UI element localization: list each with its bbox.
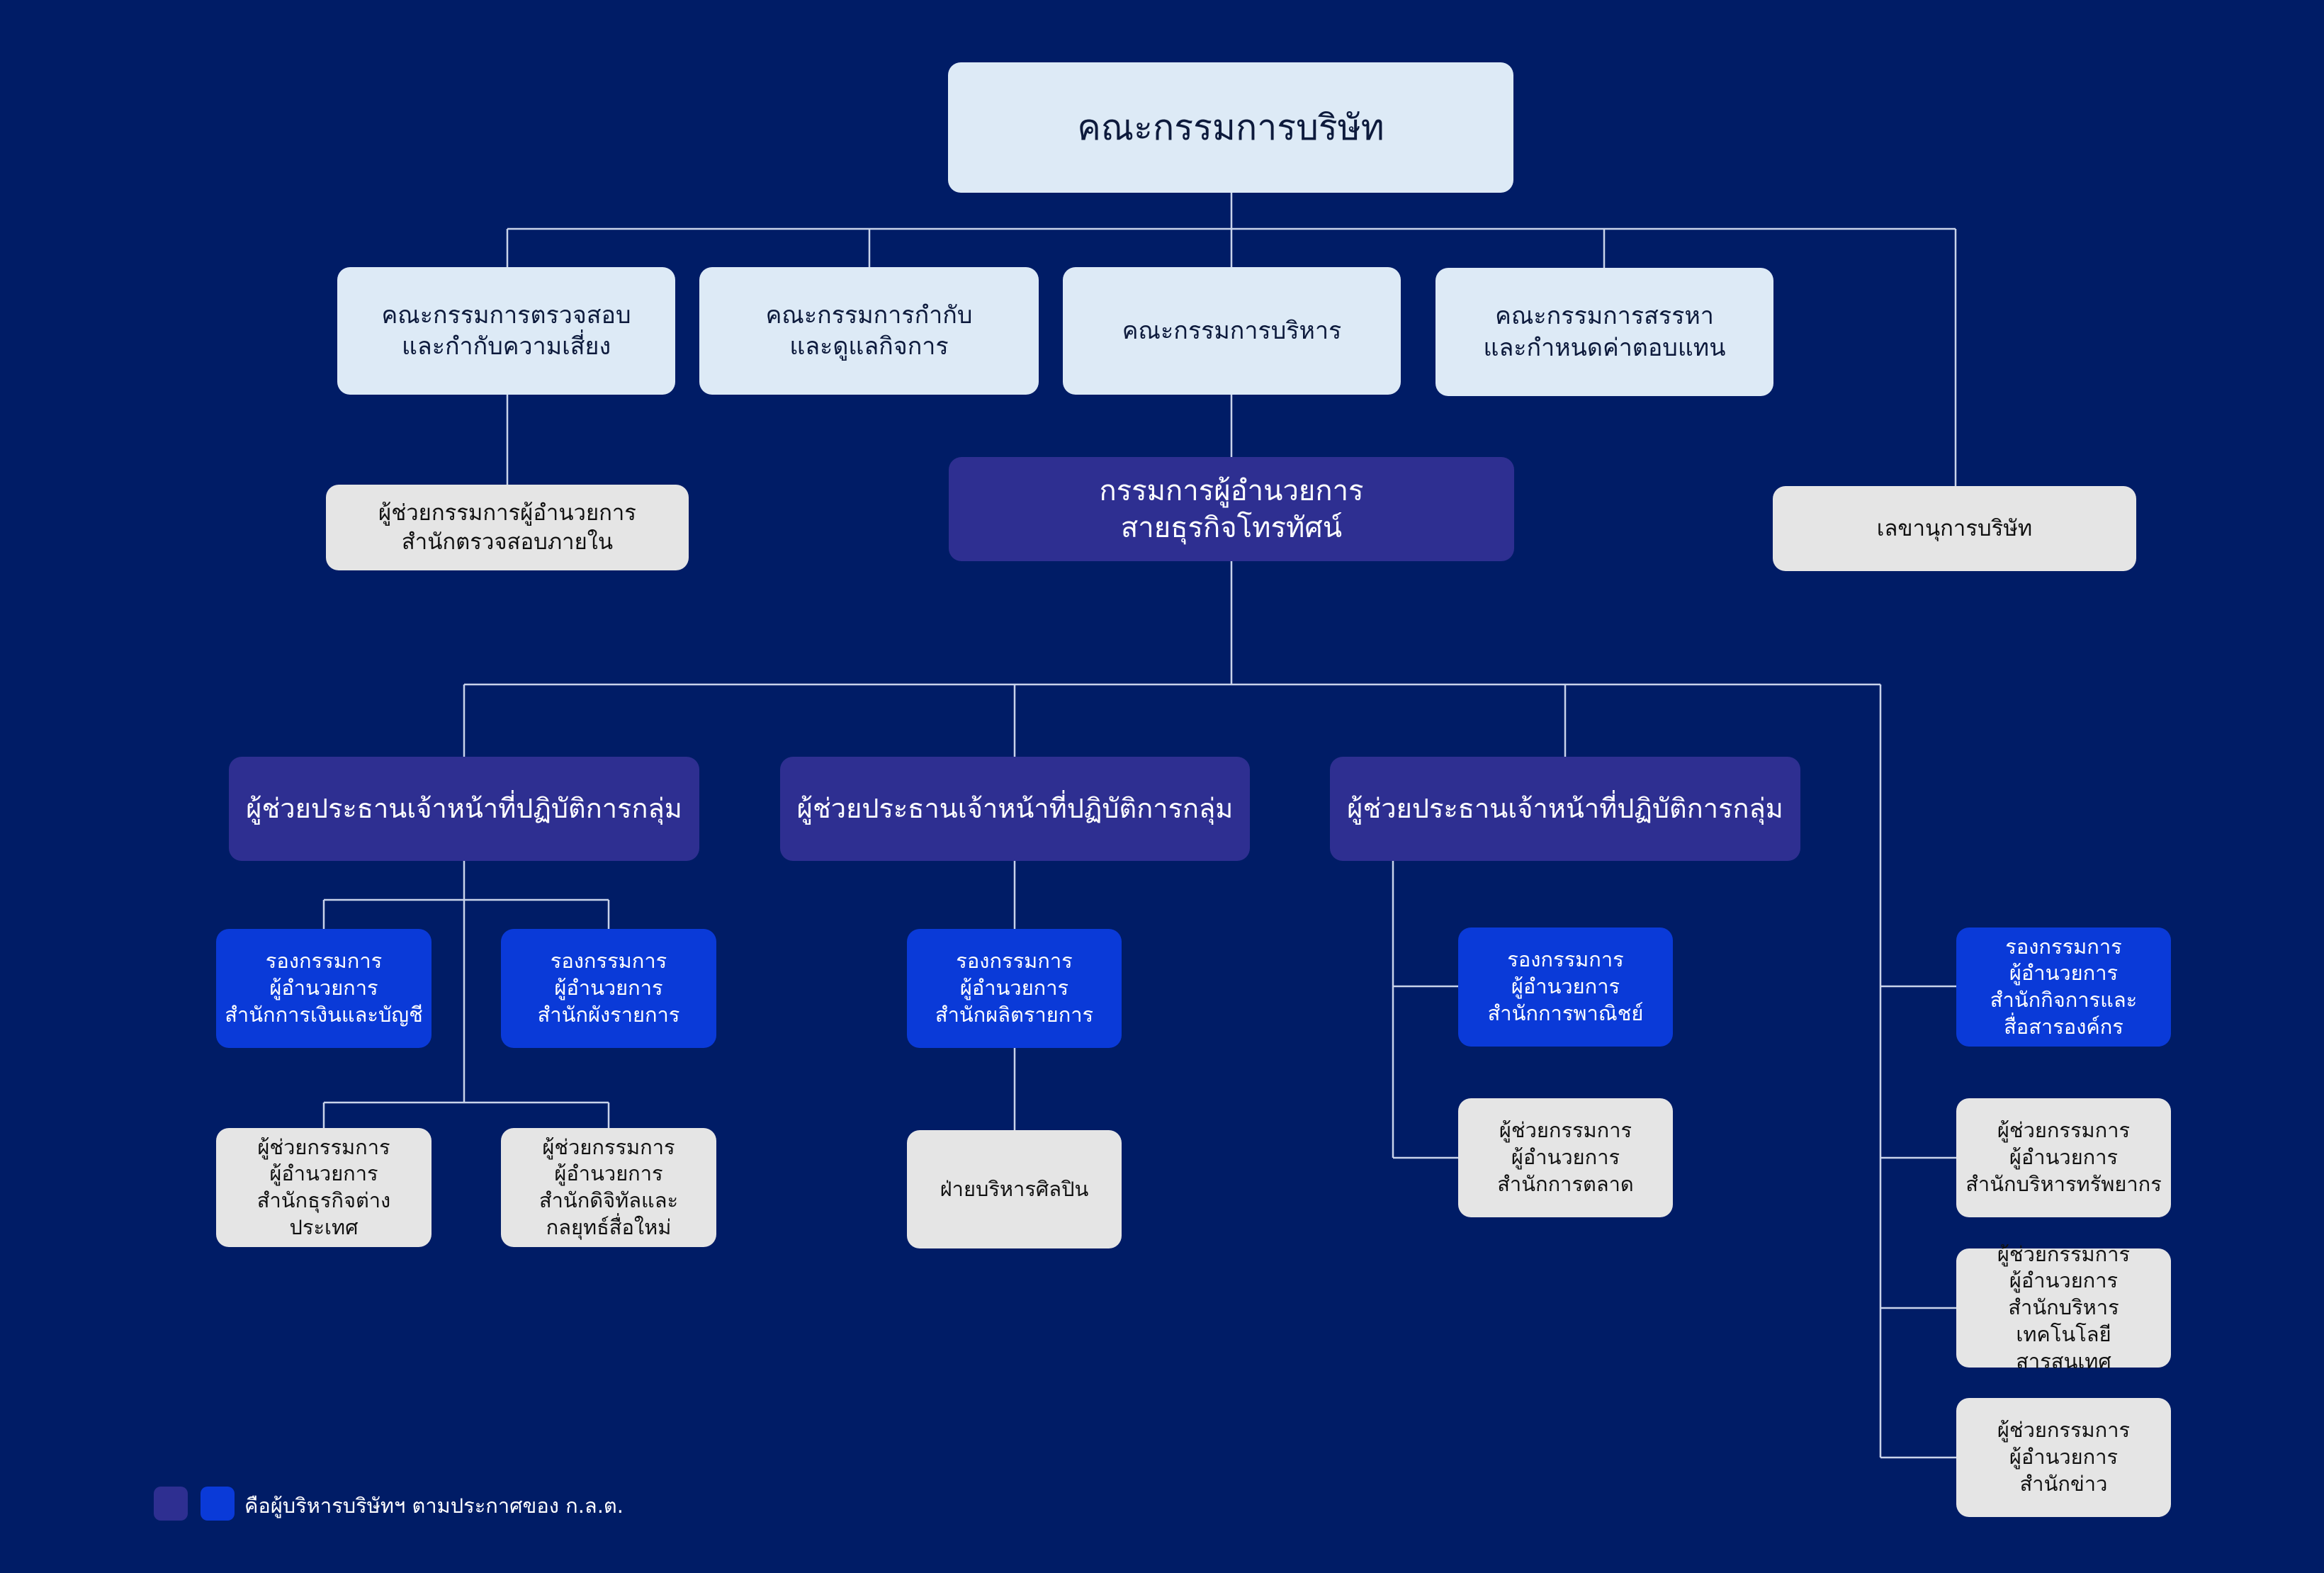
commercial-box: รองกรรมการ ผู้อำนวยการ สำนักการพาณิชย์ xyxy=(1458,928,1673,1047)
digital-new-media-box: ผู้ช่วยกรรมการ ผู้อำนวยการ สำนักดิจิทัลแ… xyxy=(501,1128,716,1247)
programming-schedule-box: รองกรรมการ ผู้อำนวยการ สำนักผังรายการ xyxy=(501,929,716,1048)
information-technology-box: ผู้ช่วยกรรมการ ผู้อำนวยการ สำนักบริหารเท… xyxy=(1956,1242,2171,1373)
artist-management-box: ฝ่ายบริหารศิลปิน xyxy=(907,1130,1122,1248)
company-secretary-box: เลขานุการบริษัท xyxy=(1773,486,2136,571)
executive-committee-box: คณะกรรมการบริหาร xyxy=(1063,267,1401,395)
internal-audit-box: ผู้ช่วยกรรมการผู้อำนวยการ สำนักตรวจสอบภา… xyxy=(326,485,689,570)
international-business-box: ผู้ช่วยกรรมการ ผู้อำนวยการ สำนักธุรกิจต่… xyxy=(216,1128,431,1247)
group-head-box-2: ผู้ช่วยประธานเจ้าหน้าที่ปฏิบัติการกลุ่ม xyxy=(780,757,1250,861)
corporate-affairs-box: รองกรรมการ ผู้อำนวยการ สำนักกิจการและ สื… xyxy=(1956,928,2171,1047)
human-resources-box: ผู้ช่วยกรรมการ ผู้อำนวยการ สำนักบริหารทร… xyxy=(1956,1098,2171,1217)
finance-accounting-box: รองกรรมการ ผู้อำนวยการ สำนักการเงินและบั… xyxy=(216,929,431,1048)
board-of-directors-box: คณะกรรมการบริษัท xyxy=(948,62,1513,193)
production-box: รองกรรมการ ผู้อำนวยการ สำนักผลิตรายการ xyxy=(907,929,1122,1048)
marketing-box: ผู้ช่วยกรรมการ ผู้อำนวยการ สำนักการตลาด xyxy=(1458,1098,1673,1217)
legend-swatch-blue xyxy=(201,1487,235,1521)
news-box: ผู้ช่วยกรรมการ ผู้อำนวยการ สำนักข่าว xyxy=(1956,1398,2171,1517)
audit-risk-committee-box: คณะกรรมการตรวจสอบ และกำกับความเสี่ยง xyxy=(337,267,675,395)
group-head-box-3: ผู้ช่วยประธานเจ้าหน้าที่ปฏิบัติการกลุ่ม xyxy=(1330,757,1800,861)
legend-text: คือผู้บริหารบริษัทฯ ตามประกาศของ ก.ล.ต. xyxy=(244,1494,624,1518)
group-head-box-1: ผู้ช่วยประธานเจ้าหน้าที่ปฏิบัติการกลุ่ม xyxy=(229,757,699,861)
managing-director-box: กรรมการผู้อำนวยการ สายธุรกิจโทรทัศน์ xyxy=(949,457,1514,561)
legend-swatch-purple xyxy=(154,1487,188,1521)
nomination-remuneration-committee-box: คณะกรรมการสรรหา และกำหนดค่าตอบแทน xyxy=(1435,268,1773,396)
governance-committee-box: คณะกรรมการกำกับ และดูแลกิจการ xyxy=(699,267,1039,395)
